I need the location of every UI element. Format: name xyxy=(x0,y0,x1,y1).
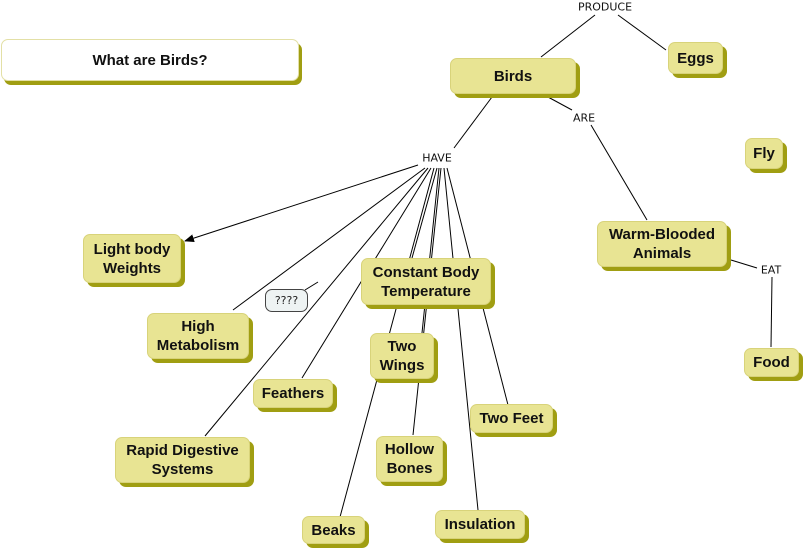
line-are-warmblooded xyxy=(590,124,648,221)
concept-high-metabolism[interactable]: High Metabolism xyxy=(147,313,249,359)
line-have-rapiddigestive xyxy=(204,167,429,437)
concept-beaks[interactable]: Beaks xyxy=(302,516,365,544)
linking-phrase-eat[interactable]: EAT xyxy=(759,263,783,277)
concept-birds-label: Birds xyxy=(493,67,533,85)
line-have-insulation xyxy=(443,167,479,511)
concept-fly[interactable]: Fly xyxy=(745,138,783,169)
map-title-text: What are Birds? xyxy=(92,51,208,69)
line-produce-eggs xyxy=(617,14,667,51)
concept-food-label: Food xyxy=(753,354,790,371)
comment-note[interactable]: ???? xyxy=(265,289,308,312)
concept-warm-blooded-animals[interactable]: Warm-Blooded Animals xyxy=(597,221,727,267)
concept-two-wings[interactable]: Two Wings xyxy=(370,333,434,379)
line-have-highmetabolism xyxy=(232,167,426,311)
concept-fly-label: Fly xyxy=(753,145,775,162)
concept-light-body-weights[interactable]: Light body Weights xyxy=(83,234,181,283)
line-have-constanttemp xyxy=(411,167,438,259)
linking-phrase-are[interactable]: ARE xyxy=(571,111,597,125)
map-title[interactable]: What are Birds? xyxy=(1,39,299,81)
concept-two-feet-label: Two Feet xyxy=(479,410,544,427)
concept-rapid-digestive-systems[interactable]: Rapid Digestive Systems xyxy=(115,437,250,483)
concept-warm-blooded-label: Warm-Blooded Animals xyxy=(608,226,716,262)
concept-eggs-label: Eggs xyxy=(677,49,714,67)
concept-two-wings-label: Two Wings xyxy=(379,338,425,374)
concept-constant-body-temperature[interactable]: Constant Body Temperature xyxy=(361,258,491,305)
linking-phrase-produce[interactable]: PRODUCE xyxy=(576,0,634,14)
concept-birds[interactable]: Birds xyxy=(450,58,576,94)
concept-feathers-label: Feathers xyxy=(261,385,325,402)
concept-insulation-label: Insulation xyxy=(444,516,516,533)
line-have-twowings xyxy=(421,167,440,334)
concept-light-body-label: Light body Weights xyxy=(93,240,171,277)
concept-high-metabolism-label: High Metabolism xyxy=(156,318,240,354)
concept-constant-temp-label: Constant Body Temperature xyxy=(372,263,480,300)
concept-hollow-bones[interactable]: Hollow Bones xyxy=(376,436,443,482)
line-comment xyxy=(304,281,319,291)
concept-two-feet[interactable]: Two Feet xyxy=(470,404,553,433)
concept-eggs[interactable]: Eggs xyxy=(668,42,723,74)
comment-note-text: ???? xyxy=(274,294,299,307)
concept-food[interactable]: Food xyxy=(744,348,799,377)
line-warmblooded-eat xyxy=(730,259,758,269)
concept-beaks-label: Beaks xyxy=(311,521,356,539)
line-birds-produce xyxy=(540,14,596,58)
line-have-lightbody xyxy=(184,164,419,243)
concept-rapid-digestive-label: Rapid Digestive Systems xyxy=(126,442,239,478)
line-birds-have xyxy=(453,96,493,149)
linking-phrase-have[interactable]: HAVE xyxy=(421,151,453,165)
line-birds-are xyxy=(547,96,573,111)
concept-hollow-bones-label: Hollow Bones xyxy=(384,441,435,477)
concept-feathers[interactable]: Feathers xyxy=(253,379,333,408)
line-eat-food xyxy=(770,276,773,348)
concept-insulation[interactable]: Insulation xyxy=(435,510,525,539)
